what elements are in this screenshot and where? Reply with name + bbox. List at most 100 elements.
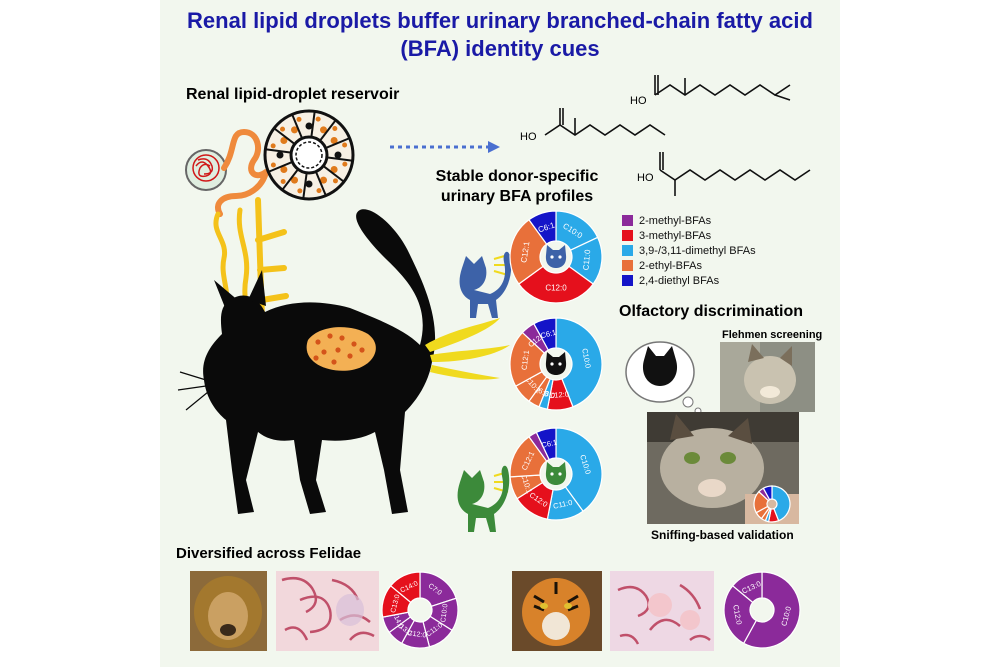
bfa-molecule-3 bbox=[659, 152, 811, 196]
cell-borders bbox=[265, 111, 353, 199]
green-cat-silhouette bbox=[457, 465, 510, 532]
slice-label: C12:0 bbox=[731, 604, 744, 625]
lipid-droplet bbox=[296, 116, 302, 122]
lipid-droplet bbox=[320, 176, 327, 184]
cell-border bbox=[281, 168, 299, 191]
kidney-droplet bbox=[359, 347, 365, 353]
donut-slice bbox=[723, 584, 758, 645]
lipid-droplet bbox=[334, 151, 342, 159]
donut-slice bbox=[535, 427, 557, 461]
kidney-droplet bbox=[321, 349, 327, 355]
donut-slice bbox=[771, 485, 791, 522]
profiles-heading-1: Stable donor-specific bbox=[435, 168, 599, 185]
lipid-droplet bbox=[276, 151, 284, 159]
slice-label: C12:0 bbox=[545, 284, 567, 293]
donut-slice bbox=[555, 317, 603, 408]
slice-label: C10:0 bbox=[440, 603, 449, 623]
lipid-droplet bbox=[342, 161, 348, 167]
kidney-histology-lion bbox=[276, 571, 379, 651]
olfactory-heading: Olfactory discrimination bbox=[619, 303, 804, 320]
bfa-molecule-1 bbox=[654, 75, 791, 101]
cell-border bbox=[302, 172, 308, 199]
kidney-droplet bbox=[351, 341, 357, 347]
cell-border bbox=[314, 171, 327, 197]
cell-border bbox=[326, 156, 353, 162]
legend-item: 2-ethyl-BFAs bbox=[622, 258, 756, 273]
cat-face bbox=[545, 462, 567, 485]
legend-item: 2,4-diethyl BFAs bbox=[622, 273, 756, 288]
lipid-droplet bbox=[315, 116, 321, 122]
cell-border bbox=[273, 127, 296, 145]
legend-item: 3-methyl-BFAs bbox=[622, 228, 756, 243]
lipid-droplet bbox=[305, 180, 313, 188]
kidney-lipid-droplets bbox=[313, 333, 365, 365]
title-line-1: Renal lipid droplets buffer urinary bran… bbox=[187, 8, 813, 33]
donut-slice bbox=[509, 218, 548, 285]
lipid-droplet bbox=[305, 122, 313, 130]
cell-border bbox=[265, 148, 292, 154]
kidney-droplet bbox=[335, 347, 341, 353]
lipid-droplet bbox=[330, 166, 338, 173]
molecule-3-label: HO bbox=[637, 172, 654, 184]
kidney-droplet bbox=[313, 355, 319, 361]
bfa-molecule-2 bbox=[544, 108, 666, 136]
flehmen-label: Flehmen screening bbox=[722, 329, 823, 341]
cat-eye bbox=[550, 255, 554, 259]
sniffing-label: Sniffing-based validation bbox=[651, 528, 794, 542]
legend-item: 3,9-/3,11-dimethyl BFAs bbox=[622, 243, 756, 258]
reservoir-heading: Renal lipid-droplet reservoir bbox=[186, 86, 400, 103]
kidney-droplet bbox=[327, 333, 333, 339]
lipid-droplets bbox=[270, 116, 348, 194]
cat-eye bbox=[550, 362, 554, 366]
legend-swatch bbox=[622, 230, 633, 241]
cat-face-icons bbox=[545, 245, 567, 485]
legend-swatch bbox=[622, 275, 633, 286]
tubule-cross-section bbox=[263, 109, 355, 201]
legend-swatch bbox=[622, 260, 633, 271]
cell-border bbox=[310, 111, 316, 138]
lipid-droplet bbox=[291, 126, 298, 134]
bfa-legend: 2-methyl-BFAs 3-methyl-BFAs 3,9-/3,11-di… bbox=[622, 213, 756, 288]
cat-eye bbox=[550, 472, 554, 476]
lipid-droplet bbox=[342, 142, 348, 148]
lipid-droplet bbox=[280, 137, 288, 144]
dotted-arrow bbox=[390, 141, 500, 153]
lipid-droplet bbox=[270, 162, 276, 168]
legend-swatch bbox=[622, 215, 633, 226]
lipid-droplet bbox=[270, 143, 276, 149]
cat-eye bbox=[558, 472, 562, 476]
lipid-droplet bbox=[280, 166, 288, 173]
slice-label: C11:0 bbox=[581, 249, 592, 271]
cell-border bbox=[322, 165, 345, 183]
cat-face bbox=[545, 245, 567, 268]
lipid-droplet bbox=[332, 178, 338, 184]
cat-whiskers bbox=[177, 371, 209, 411]
cell-border bbox=[319, 119, 337, 142]
lipid-droplet bbox=[297, 188, 303, 194]
slice-label: C10:0 bbox=[580, 348, 593, 369]
thought-bubble bbox=[625, 341, 707, 419]
cat-eye bbox=[558, 362, 562, 366]
legend-swatch bbox=[622, 245, 633, 256]
lion-photo bbox=[190, 571, 267, 651]
donut-slice bbox=[742, 571, 801, 649]
tiger-photo bbox=[512, 571, 602, 651]
lipid-droplet bbox=[332, 126, 338, 132]
slice-label: C12:1 bbox=[519, 240, 531, 263]
kidney-droplet bbox=[315, 339, 321, 345]
lipid-droplet bbox=[280, 178, 286, 184]
cell-border bbox=[267, 160, 293, 173]
donut-slice bbox=[389, 571, 421, 604]
slice-label: C12:0 bbox=[407, 630, 427, 639]
donut-slice bbox=[533, 317, 557, 351]
lipid-droplet bbox=[291, 176, 298, 184]
cell-border bbox=[325, 137, 351, 150]
slice-label: C12:0 bbox=[549, 389, 570, 400]
kidney-illustration bbox=[306, 327, 376, 371]
felidae-heading: Diversified across Felidae bbox=[176, 545, 362, 562]
